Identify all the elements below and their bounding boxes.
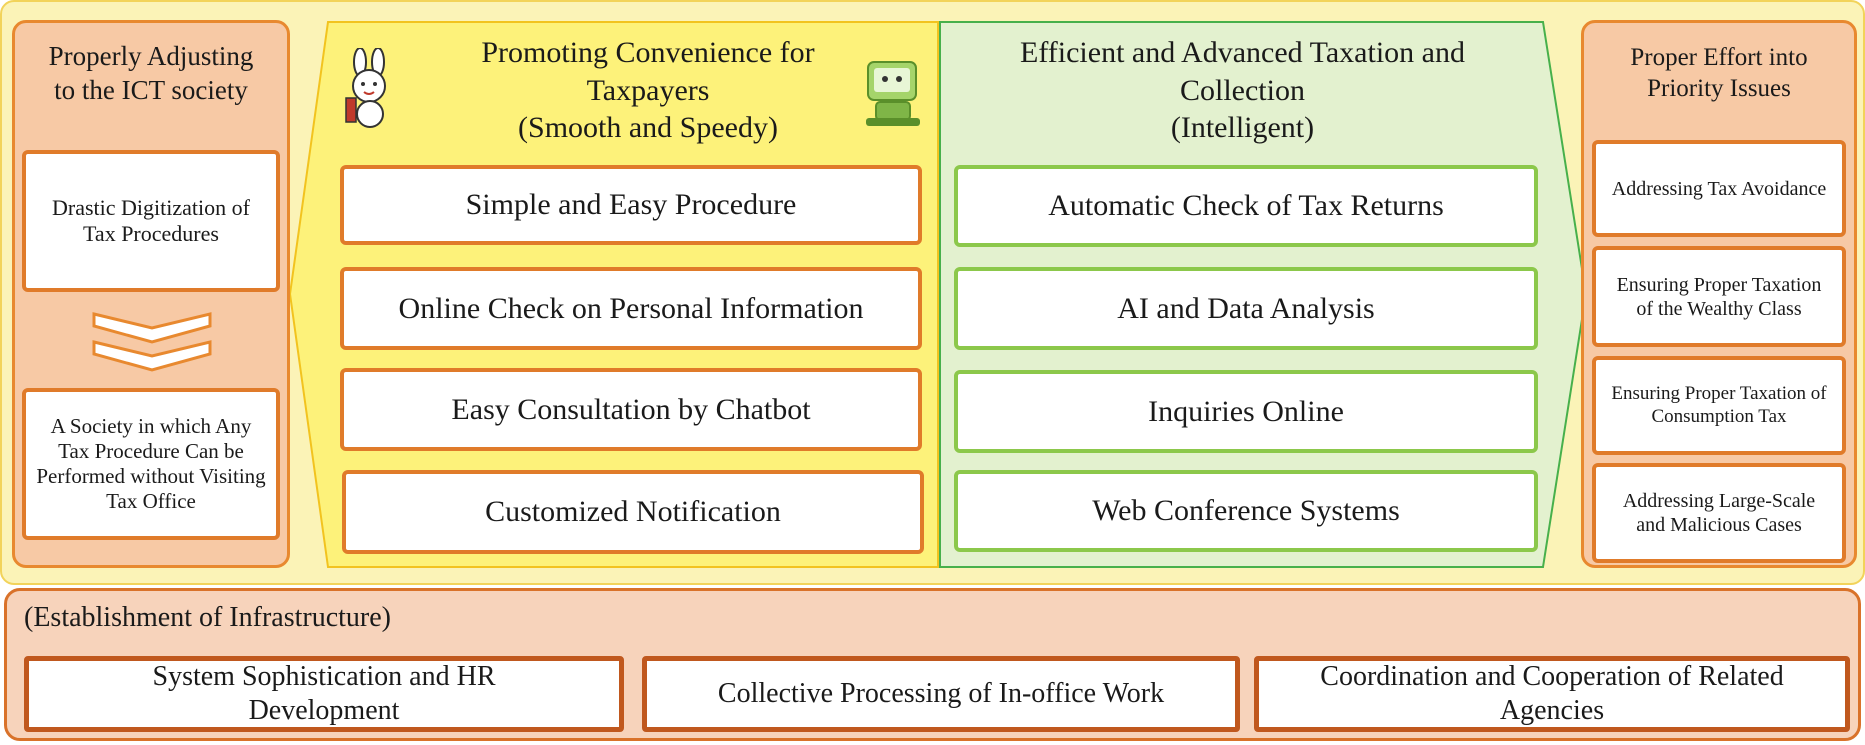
priority-item: Addressing Large-Scale and Malicious Cas… — [1592, 463, 1846, 563]
society-box: A Society in which Any Tax Procedure Can… — [22, 388, 280, 540]
priority-item: Ensuring Proper Taxation of the Wealthy … — [1592, 246, 1846, 347]
infrastructure-title: (Establishment of Infrastructure) — [24, 602, 391, 633]
taxation-item: AI and Data Analysis — [954, 267, 1538, 350]
taxation-item: Inquiries Online — [954, 370, 1538, 453]
right-panel-title: Proper Effort into Priority Issues — [1630, 44, 1808, 103]
taxation-title-line3: (Intelligent) — [1170, 111, 1315, 144]
convenience-item: Easy Consultation by Chatbot — [340, 368, 922, 451]
convenience-title-line3: (Smooth and Speedy) — [518, 111, 778, 144]
convenience-item: Customized Notification — [342, 470, 924, 554]
rabbit-mascot-icon — [345, 48, 386, 128]
taxation-title: Efficient and Advanced Taxation and Coll… — [950, 34, 1535, 147]
convenience-title-line2: Taxpayers — [586, 73, 710, 107]
convenience-item: Simple and Easy Procedure — [340, 165, 922, 245]
infrastructure-item: System Sophistication and HR Development — [24, 656, 624, 732]
convenience-title: Promoting Convenience for Taxpayers (Smo… — [398, 34, 898, 147]
infrastructure-item: Coordination and Cooperation of Related … — [1254, 656, 1850, 732]
chevron-down-icon — [92, 312, 212, 372]
taxation-item: Automatic Check of Tax Returns — [954, 165, 1538, 247]
taxation-title-line1: Efficient and Advanced Taxation and — [1020, 36, 1465, 69]
taxation-item: Web Conference Systems — [954, 470, 1538, 552]
taxation-title-line2: Collection — [1180, 73, 1305, 107]
priority-item: Addressing Tax Avoidance — [1592, 140, 1846, 237]
digitization-box: Drastic Digitization of Tax Procedures — [22, 150, 280, 292]
priority-item: Ensuring Proper Taxation of Consumption … — [1592, 356, 1846, 455]
infrastructure-item: Collective Processing of In-office Work — [642, 656, 1240, 732]
convenience-item: Online Check on Personal Information — [340, 267, 922, 350]
left-panel-title: Properly Adjusting to the ICT society — [48, 41, 254, 105]
convenience-title-line1: Promoting Convenience for — [481, 36, 815, 69]
computer-mascot-icon — [866, 61, 920, 126]
